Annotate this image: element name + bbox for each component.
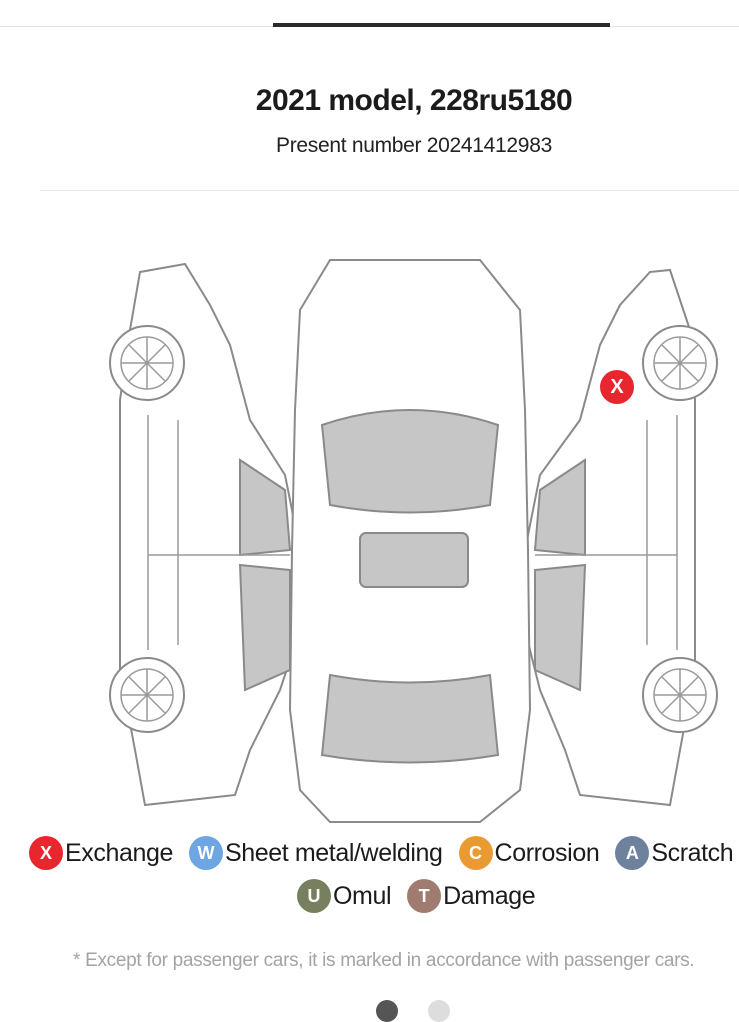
legend-item-corrosion: C Corrosion	[458, 836, 600, 870]
legend-item-scratch: A Scratch	[615, 836, 734, 870]
present-number: Present number 20241412983	[276, 134, 552, 157]
legend-item-sheet-metal: W Sheet metal/welding	[189, 836, 443, 870]
pagination-dot[interactable]	[428, 1000, 450, 1022]
left-rear-window	[238, 563, 291, 692]
left-front-window	[239, 458, 292, 557]
omul-badge-icon: U	[297, 879, 331, 913]
legend-item-damage: T Damage	[407, 879, 536, 913]
right-rear-window	[534, 563, 587, 692]
damage-badge-icon: T	[407, 879, 442, 913]
page-title: 2021 model, 228ru5180	[255, 84, 573, 117]
legend-label: Exchange	[65, 838, 173, 867]
legend-label: Damage	[443, 881, 536, 910]
windshield	[320, 409, 500, 514]
scratch-badge-icon: A	[615, 836, 650, 870]
legend-label: Sheet metal/welding	[225, 838, 443, 867]
rear-window	[320, 673, 500, 764]
corrosion-badge-icon: C	[458, 836, 493, 870]
exchange-badge-icon: X	[29, 836, 63, 870]
car-damage-diagram	[109, 259, 718, 823]
footnote: * Except for passenger cars, it is marke…	[73, 950, 695, 971]
legend-item-exchange: X Exchange	[29, 836, 173, 870]
legend-row-2: U Omul T Damage	[297, 879, 551, 913]
sunroof	[359, 532, 469, 588]
legend-item-omul: U Omul	[297, 879, 392, 913]
legend-label: Omul	[333, 881, 392, 910]
active-tab-indicator[interactable]	[273, 23, 610, 27]
damage-marker-exchange[interactable]: X	[600, 370, 634, 404]
legend-label: Scratch	[651, 838, 734, 867]
right-front-window	[533, 458, 586, 557]
pagination-dot-active[interactable]	[376, 1000, 398, 1022]
legend-label: Corrosion	[494, 838, 600, 867]
legend-row-1: X Exchange W Sheet metal/welding C Corro…	[29, 836, 739, 870]
section-divider	[40, 190, 739, 191]
sheet-metal-badge-icon: W	[189, 836, 223, 870]
